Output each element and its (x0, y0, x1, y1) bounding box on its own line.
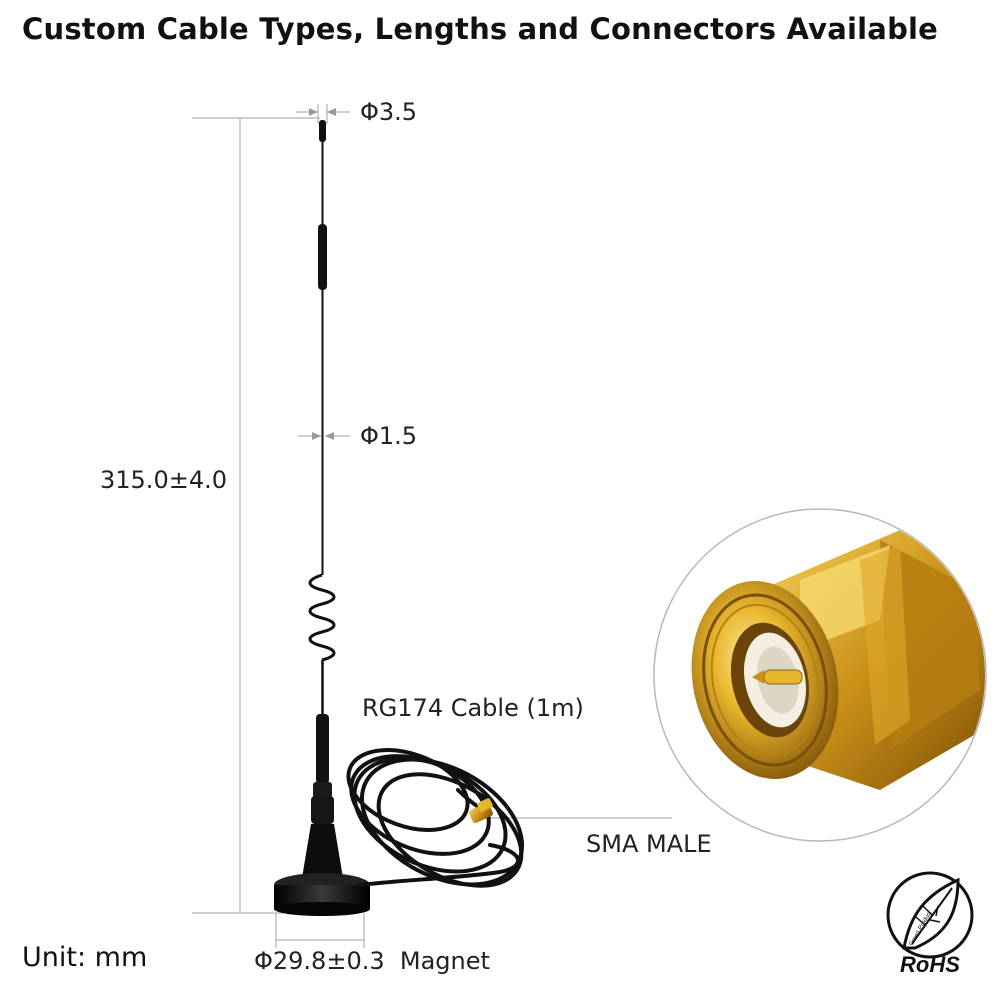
sma-connector-small-icon (469, 798, 493, 824)
antenna-whip (274, 120, 370, 916)
dimension-arrows (309, 108, 336, 440)
unit-label: Unit: mm (22, 942, 148, 973)
base-diameter-label: Φ29.8±0.3 Magnet (254, 947, 490, 975)
page-title: Custom Cable Types, Lengths and Connecto… (22, 12, 939, 46)
dimension-lines (192, 104, 672, 948)
height-dimension-label: 315.0±4.0 (100, 466, 227, 494)
sma-male-zoom-icon (653, 508, 987, 842)
tip-diameter-label: Φ3.5 (360, 98, 418, 126)
connector-label: SMA MALE (586, 830, 712, 858)
cable-label: RG174 Cable (1m) (362, 694, 584, 722)
rod-diameter-label: Φ1.5 (360, 422, 418, 450)
coiled-cable (346, 748, 525, 888)
rohs-logo: RoHS Green Product (886, 871, 974, 977)
rohs-logo-text: RoHS (900, 952, 960, 977)
